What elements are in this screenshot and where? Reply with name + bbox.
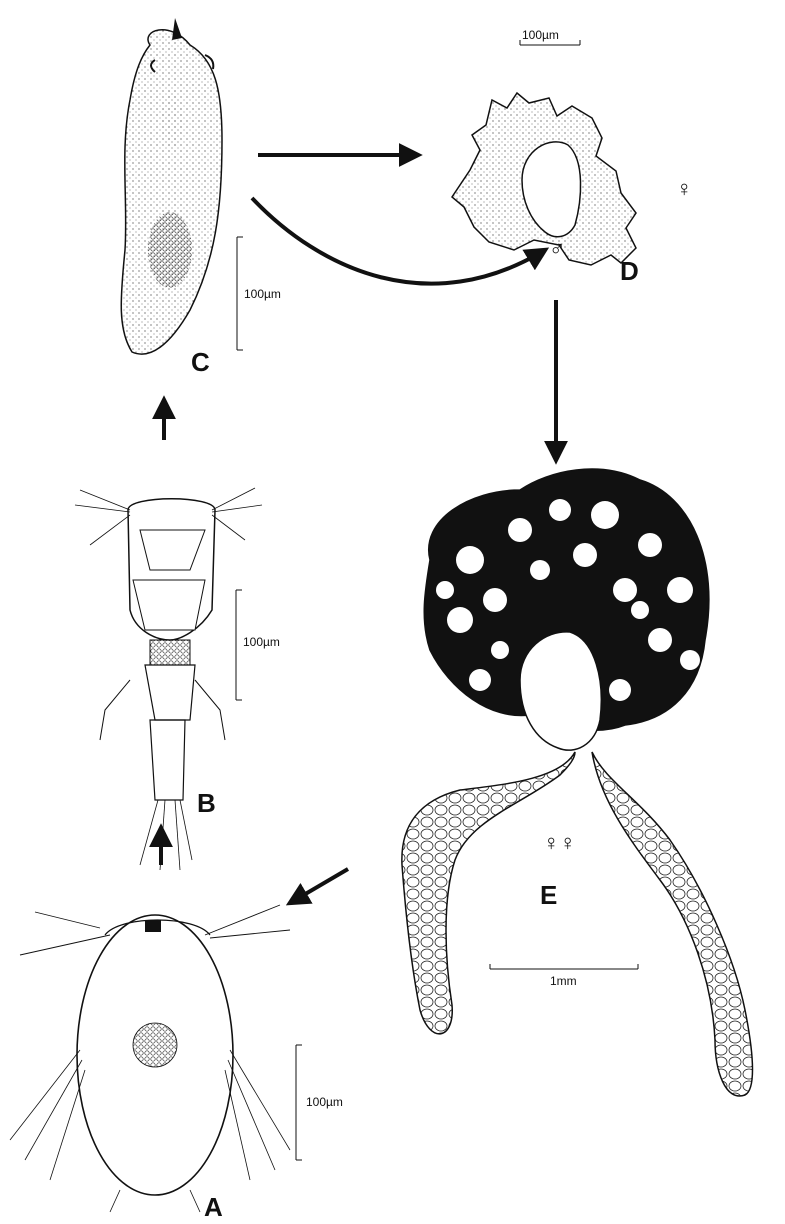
- organism-b: [75, 488, 262, 870]
- organism-e: [402, 469, 753, 1096]
- organism-c: [121, 18, 222, 354]
- female-symbol-d: ♀: [676, 176, 693, 202]
- female-pair-symbol-e: ♀♀: [543, 830, 576, 856]
- organism-d: [452, 93, 636, 265]
- label-e: E: [540, 880, 557, 911]
- label-b: B: [197, 788, 216, 819]
- label-d: D: [620, 256, 639, 287]
- organism-a: [10, 905, 290, 1212]
- male-symbol-d: ♂: [549, 236, 566, 262]
- scale-bar-b: [236, 590, 242, 700]
- label-c: C: [191, 347, 210, 378]
- scale-bar-e: [490, 964, 638, 969]
- scale-bar-c: [237, 237, 243, 350]
- arrow-e-to-a: [290, 869, 348, 903]
- scale-text-a: 100µm: [306, 1095, 343, 1109]
- scale-text-d: 100µm: [522, 28, 559, 42]
- scale-text-c: 100µm: [244, 287, 281, 301]
- scale-bar-a: [296, 1045, 302, 1160]
- scale-text-e: 1mm: [550, 974, 577, 988]
- scale-text-b: 100µm: [243, 635, 280, 649]
- label-a: A: [204, 1192, 223, 1223]
